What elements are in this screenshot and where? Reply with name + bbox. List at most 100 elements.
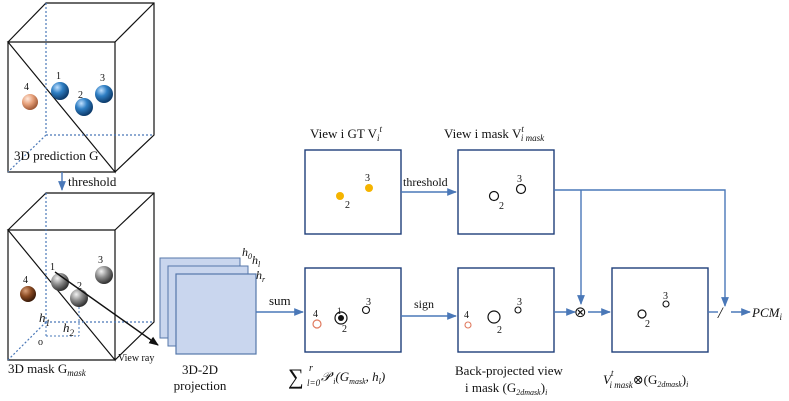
svg-text:View i GT Vit: View i GT Vit xyxy=(310,124,383,143)
backproj-label-2-close: ) xyxy=(541,380,545,395)
hr-sub: r xyxy=(262,275,266,284)
svg-text:hl: hl xyxy=(252,253,261,269)
mask-circle-3 xyxy=(515,183,527,195)
svg-text:𝒫′i(Gmask, hl): 𝒫′i(Gmask, hl) xyxy=(321,369,385,386)
product-formula-tail: i xyxy=(686,380,688,389)
backproj-label-2-sub: 2dmask xyxy=(516,388,541,397)
h0-sub: 0 xyxy=(248,252,252,261)
sum-formula-body-sub: i xyxy=(333,377,335,386)
gt-label-2: 2 xyxy=(345,200,350,211)
sphere-label-3: 3 xyxy=(100,73,105,84)
backproj-circle-main xyxy=(487,310,501,324)
projection-label-1: 3D-2D xyxy=(182,362,218,377)
sum-label-4: 4 xyxy=(313,309,318,320)
sum-circle-1-outer xyxy=(334,311,348,325)
sum-circle-3 xyxy=(361,305,371,315)
sum-formula-args-sub: mask xyxy=(349,377,366,386)
view-gt-sub: i xyxy=(377,133,380,143)
threshold-vertical-label: threshold xyxy=(68,174,117,189)
mask-sphere-label-3: 3 xyxy=(98,255,103,266)
view-mask-label: View i mask V xyxy=(444,126,522,141)
product-circle-2 xyxy=(637,309,647,319)
svg-text:h2: h2 xyxy=(63,320,75,338)
gt-dot-2 xyxy=(336,192,344,200)
sum-label: sum xyxy=(269,293,291,308)
h2-sub: 2 xyxy=(70,328,75,338)
hr-label: h xyxy=(256,268,262,282)
hl-sub: l xyxy=(258,260,261,269)
sphere-label-2: 2 xyxy=(78,90,83,101)
mask-label: 3D mask G xyxy=(8,361,67,376)
mask-cube xyxy=(6,192,155,362)
view-ray-label: View ray xyxy=(118,353,154,364)
prediction-spheres: 4 1 2 3 xyxy=(22,71,113,116)
sign-label: sign xyxy=(414,297,434,311)
product-formula: V xyxy=(603,372,613,387)
svg-text:i mask (G2dmask)i: i mask (G2dmask)i xyxy=(465,380,547,397)
sum-formula-args: (G xyxy=(335,369,349,384)
sum-formula-body: 𝒫′ xyxy=(321,369,334,384)
h2-label: h xyxy=(63,320,70,335)
backproj-label-2-tail: i xyxy=(545,388,547,397)
origin-label: o xyxy=(38,337,43,348)
sum-circle-4 xyxy=(312,319,322,329)
svg-text:3D mask Gmask: 3D mask Gmask xyxy=(8,361,87,378)
sphere-1 xyxy=(51,82,69,100)
product-label-3: 3 xyxy=(663,291,668,302)
view-ray-line xyxy=(54,271,159,346)
sphere-3 xyxy=(95,85,113,103)
view-mask-sub: i mask xyxy=(521,133,545,143)
svg-text:h1: h1 xyxy=(39,310,50,328)
backproj-label-2: 2 xyxy=(497,325,502,336)
product-formula-close: ) xyxy=(682,372,686,387)
product-formula-sub: i mask xyxy=(609,380,633,390)
divide-symbol: / xyxy=(717,305,724,322)
mask-circle-2 xyxy=(488,190,500,202)
prediction-cube xyxy=(6,2,155,174)
mask-sphere-label-2: 2 xyxy=(77,281,82,292)
gt-dot-3 xyxy=(365,184,373,192)
mask-sphere-label-1: 1 xyxy=(50,262,55,273)
otimes-symbol: ⊗ xyxy=(574,304,587,321)
prediction-label: 3D prediction G xyxy=(14,148,98,163)
backproj-label-4: 4 xyxy=(464,310,469,321)
mask-sphere-3 xyxy=(95,266,113,284)
view-mask-label-2: 2 xyxy=(499,201,504,212)
mask-label-sub: mask xyxy=(67,368,87,378)
mask-sphere-label-4: 4 xyxy=(23,275,28,286)
h1-label: h xyxy=(39,310,46,325)
backproj-box xyxy=(457,267,555,353)
sum-box xyxy=(304,267,402,353)
backproj-label-3: 3 xyxy=(517,297,522,308)
svg-text:h0: h0 xyxy=(242,245,252,261)
sphere-2 xyxy=(75,98,93,116)
h1-sub: 1 xyxy=(46,318,51,328)
sum-circle-1-inner xyxy=(338,315,344,321)
sum-label-1: 1 xyxy=(337,306,342,316)
view-gt-label: View i GT V xyxy=(310,126,378,141)
product-formula-arg-sub: 2dmask xyxy=(657,380,682,389)
sphere-4 xyxy=(22,94,38,110)
sum-label-2: 2 xyxy=(342,324,347,335)
backproj-label-2-text: i mask (G xyxy=(465,380,516,395)
view-gt-box xyxy=(304,149,402,235)
product-formula-op: ⊗(G xyxy=(633,372,658,387)
mask-sphere-1 xyxy=(51,273,69,291)
product-box xyxy=(611,267,709,353)
sum-formula-sigma: ∑ xyxy=(288,364,304,389)
sum-formula-args-tail: , h xyxy=(366,369,379,384)
hl-label: h xyxy=(252,253,258,267)
svg-text:PCMi: PCMi xyxy=(751,305,782,322)
mask-to-divide-arrow xyxy=(554,189,729,307)
view-gt-sup: t xyxy=(380,124,383,134)
sum-formula-close: ) xyxy=(380,369,385,384)
sum-formula-upper: r xyxy=(309,363,313,374)
gt-label-3: 3 xyxy=(365,173,370,184)
sum-label-3: 3 xyxy=(366,297,371,308)
h0-label: h xyxy=(242,245,248,259)
svg-text:∑: ∑ xyxy=(288,364,304,389)
view-mask-box xyxy=(457,149,555,235)
svg-text:hr: hr xyxy=(256,268,266,284)
sphere-label-4: 4 xyxy=(24,82,29,93)
